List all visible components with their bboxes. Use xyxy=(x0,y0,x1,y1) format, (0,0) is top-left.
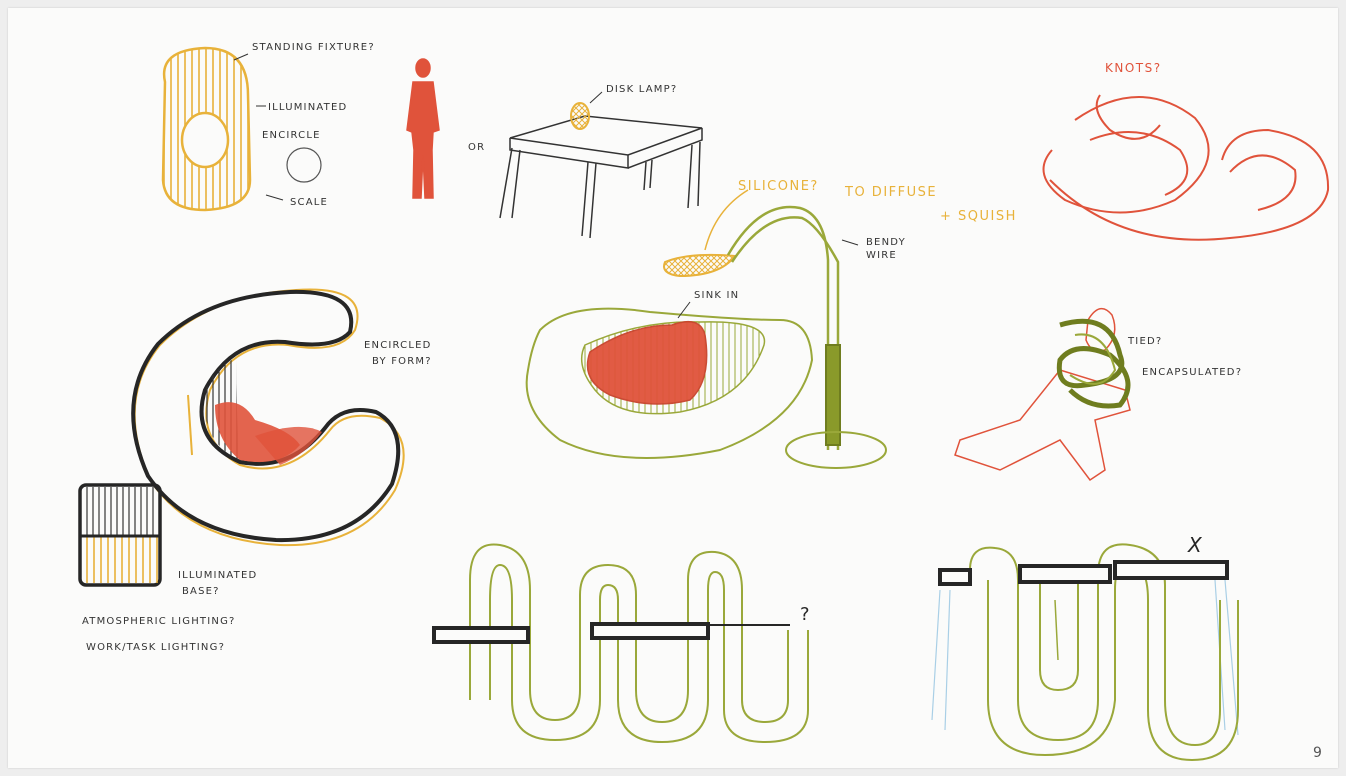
person-figure xyxy=(407,59,439,198)
label-atmospheric: ATMOSPHERIC LIGHTING? xyxy=(82,616,236,627)
label-encapsulated: ENCAPSULATED? xyxy=(1142,367,1242,378)
sink-in-chair-sketch xyxy=(527,302,812,458)
table-sketch xyxy=(500,116,702,238)
label-work-task: WORK/TASK LIGHTING? xyxy=(86,642,225,653)
label-silicone: SILICONE? xyxy=(738,179,819,194)
label-standing-fixture: STANDING FIXTURE? xyxy=(252,42,375,53)
label-illuminated-base-2: BASE? xyxy=(182,586,220,597)
wiggle-lamp-1-sketch xyxy=(434,544,808,742)
label-to-diffuse: TO DIFFUSE xyxy=(844,185,937,200)
label-question-mark: ? xyxy=(800,604,810,625)
label-scale: SCALE xyxy=(290,197,328,208)
label-wire: WIRE xyxy=(866,250,897,261)
disk-lamp-sketch xyxy=(571,92,602,129)
label-disk-lamp: DISK LAMP? xyxy=(606,84,677,95)
label-bendy: BENDY xyxy=(866,237,906,248)
tied-figure-sketch xyxy=(955,309,1130,480)
label-or: OR xyxy=(468,142,485,153)
label-by-form: BY FORM? xyxy=(372,356,432,367)
label-illuminated-base-1: ILLUMINATED xyxy=(178,570,257,581)
label-encircled: ENCIRCLED xyxy=(364,340,432,351)
standing-fixture-sketch xyxy=(163,48,321,210)
page-number: 9 xyxy=(1313,745,1322,761)
label-encircle: ENCIRCLE xyxy=(262,130,321,141)
encircled-form-sketch xyxy=(133,290,403,546)
label-sink-in: SINK IN xyxy=(694,290,739,301)
label-tied: TIED? xyxy=(1127,336,1162,347)
knot-sketch xyxy=(1044,95,1329,240)
illuminated-base-sketch xyxy=(80,485,160,585)
label-illuminated: ILLUMINATED xyxy=(268,102,347,113)
label-x-mark: X xyxy=(1187,533,1203,557)
wiggle-lamp-2-sketch xyxy=(932,544,1238,760)
label-squish: + SQUISH xyxy=(940,209,1017,224)
label-knots: KNOTS? xyxy=(1105,61,1162,75)
